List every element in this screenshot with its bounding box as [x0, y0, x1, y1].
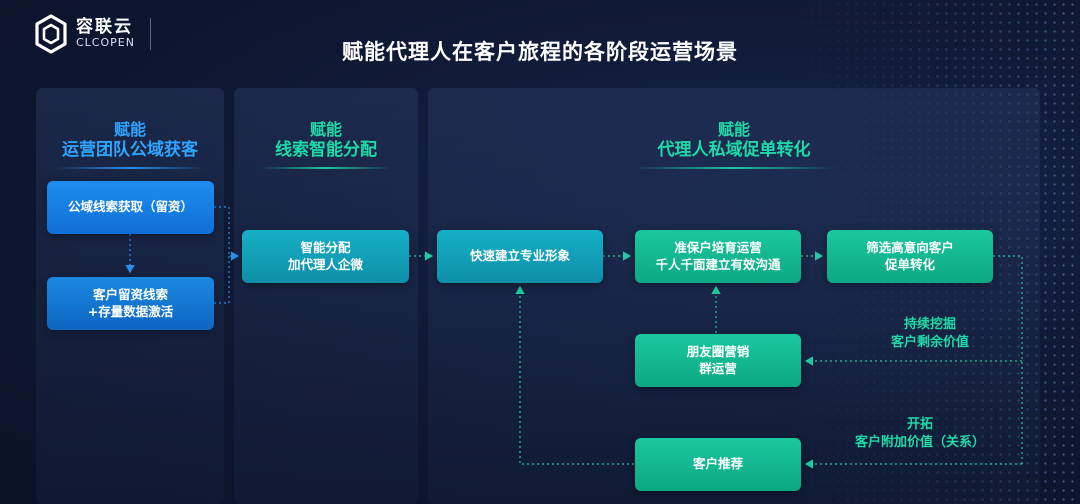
box-filter-convert: 筛选高意向客户 促单转化 [827, 230, 993, 283]
box-customer-referral: 客户推荐 [635, 438, 801, 491]
stage-label-main: 运营团队公域获客 [62, 140, 198, 160]
connector-referral-to-image [515, 285, 634, 465]
stage-heading-private-conversion: 赋能 代理人私域促单转化 [428, 120, 1040, 170]
annotation-line: 客户剩余价值 [890, 334, 969, 350]
stage-label-main: 线索智能分配 [275, 140, 377, 160]
box-smart-assign: 智能分配 加代理人企微 [242, 230, 409, 283]
stage-panel-private-conversion [428, 88, 1040, 504]
page-title: 赋能代理人在客户旅程的各阶段运营场景 [342, 40, 738, 64]
logo: 容联云 CLCOPEN [34, 14, 135, 54]
logo-divider [150, 18, 151, 50]
annotation-line: 持续挖掘 [903, 317, 956, 332]
box-line: 加代理人企微 [287, 256, 363, 272]
box-line: 朋友圈营销 [686, 343, 750, 359]
box-line: 促单转化 [884, 256, 935, 272]
box-moments-marketing: 朋友圈营销 群运营 [635, 334, 801, 387]
annotation-line: 开拓 [906, 417, 933, 432]
box-line: 群运营 [699, 360, 737, 376]
stage-underline [55, 167, 205, 170]
stage-heading-lead-assignment: 赋能 线索智能分配 [234, 120, 418, 170]
stage-label-top: 赋能 [113, 120, 146, 139]
logo-name-en: CLCOPEN [76, 36, 135, 50]
box-line: 千人千面建立有效沟通 [655, 256, 781, 272]
box-lead-capture: 公域线索获取（留资） [47, 181, 214, 234]
connector-capture-to-assign [214, 206, 240, 261]
stage-label-top: 赋能 [309, 120, 342, 139]
stage-underline [261, 167, 391, 170]
box-line: 公域线索获取（留资） [67, 199, 193, 215]
stage-label-main: 代理人私域促单转化 [657, 140, 811, 160]
box-nurture: 准保户培育运营 千人千面建立有效沟通 [635, 230, 801, 283]
annotation-dig-value: 持续挖掘 客户剩余价值 [840, 316, 1020, 351]
hexagon-logo-icon [35, 14, 67, 54]
box-line: +存量数据激活 [87, 303, 174, 319]
logo-name-cn: 容联云 [76, 16, 133, 37]
box-line: 客户留资线索 [92, 286, 168, 302]
stage-heading-public-acquisition: 赋能 运营团队公域获客 [36, 120, 224, 170]
connector-activation-to-assign [214, 256, 230, 304]
box-line: 准保户培育运营 [674, 239, 762, 255]
stage-panel-lead-assignment [234, 88, 418, 504]
box-lead-activation: 客户留资线索 +存量数据激活 [47, 277, 214, 330]
box-line: 快速建立专业形象 [469, 248, 570, 264]
stage-underline [634, 167, 834, 170]
box-quick-image: 快速建立专业形象 [437, 230, 603, 283]
box-line: 客户推荐 [692, 456, 743, 472]
annotation-expand-value: 开拓 客户附加价值（关系） [830, 416, 1010, 451]
stage-label-top: 赋能 [717, 120, 750, 139]
annotation-line: 客户附加价值（关系） [854, 434, 985, 450]
box-line: 智能分配 [300, 239, 351, 255]
box-line: 筛选高意向客户 [866, 239, 954, 255]
